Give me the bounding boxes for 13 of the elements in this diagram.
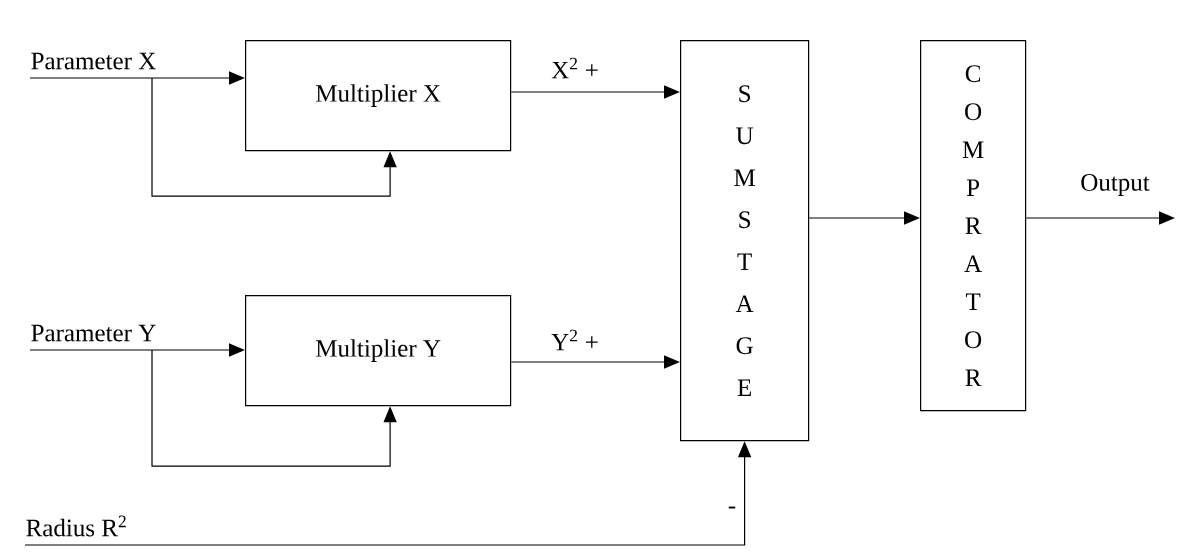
- multiplier-box: Multiplier X: [245, 40, 512, 152]
- edge-label: X$^{2}$ +: [549, 55, 601, 81]
- arrow: [151, 77, 397, 197]
- comparator-box: C O M P R A T O R: [920, 40, 1027, 412]
- edge-label: -: [725, 504, 739, 516]
- input-label: Parameter Y: [31, 324, 156, 342]
- arrow: [151, 349, 397, 467]
- input-label: Parameter X: [31, 52, 156, 70]
- edge-label: Y$^{2}$ +: [549, 327, 601, 353]
- input-label: Radius R$^{2}$: [26, 515, 126, 537]
- edge-label: Output: [1078, 172, 1152, 198]
- sum-stage-box: S U M S T A G E: [680, 40, 810, 442]
- multiplier-box: Multiplier Y: [245, 295, 512, 407]
